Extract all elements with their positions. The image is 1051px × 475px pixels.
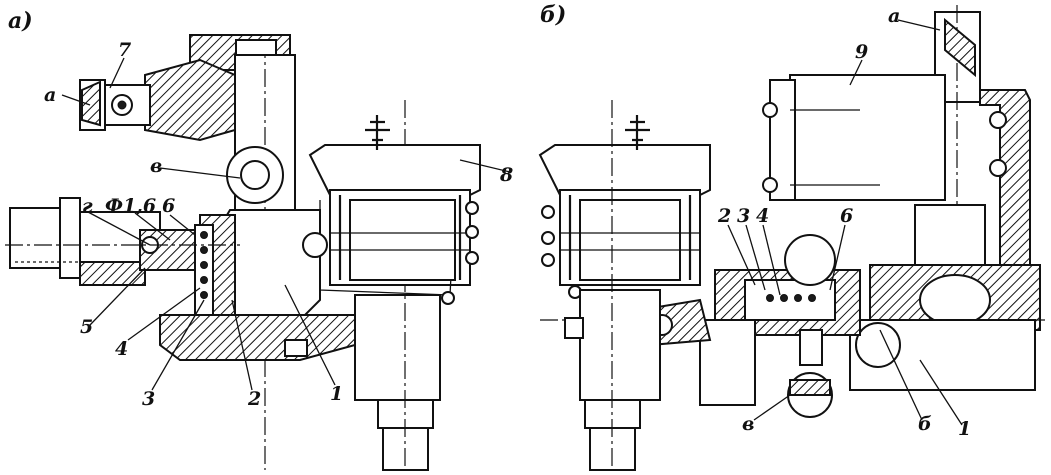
label-port-a-b: а <box>888 5 900 27</box>
label-port-g: г <box>82 195 93 217</box>
label-1-b: 1 <box>958 418 971 440</box>
leader-lines-b <box>727 19 963 426</box>
terminal-screws-a <box>441 201 479 305</box>
figure-a-drawing <box>5 34 511 471</box>
label-port-v: в <box>150 155 162 177</box>
label-4: 4 <box>115 338 128 360</box>
label-5: 5 <box>80 316 93 338</box>
label-orifice: Ф1,6 <box>105 195 156 217</box>
spring-coils-b <box>766 294 816 302</box>
leader-lines-a <box>61 57 511 391</box>
panel-label-a: а) <box>8 8 33 34</box>
label-port-b: б <box>918 413 932 435</box>
label-4-b: 4 <box>756 205 769 227</box>
label-8: 8 <box>499 164 513 186</box>
label-6-b: 6 <box>840 205 853 227</box>
label-6: 6 <box>162 195 175 217</box>
figure-b-labels: б) а 9 2 3 4 6 в б 1 <box>540 2 971 440</box>
label-7: 7 <box>118 39 131 61</box>
label-3-b: 3 <box>737 205 750 227</box>
spring-coils-a <box>200 231 208 299</box>
label-1: 1 <box>330 383 343 405</box>
label-2: 2 <box>247 388 261 410</box>
label-2-b: 2 <box>717 205 731 227</box>
label-port-a: а <box>44 84 56 106</box>
panel-label-b: б) <box>540 2 566 28</box>
figure-b-drawing <box>538 5 1045 471</box>
label-port-v-b: в <box>742 413 754 435</box>
label-9: 9 <box>855 41 868 63</box>
terminal-screws-b <box>541 205 582 299</box>
label-3: 3 <box>142 388 155 410</box>
figure-a-labels: а) а 7 в г Ф1,6 6 8 5 4 3 2 1 <box>8 8 513 410</box>
